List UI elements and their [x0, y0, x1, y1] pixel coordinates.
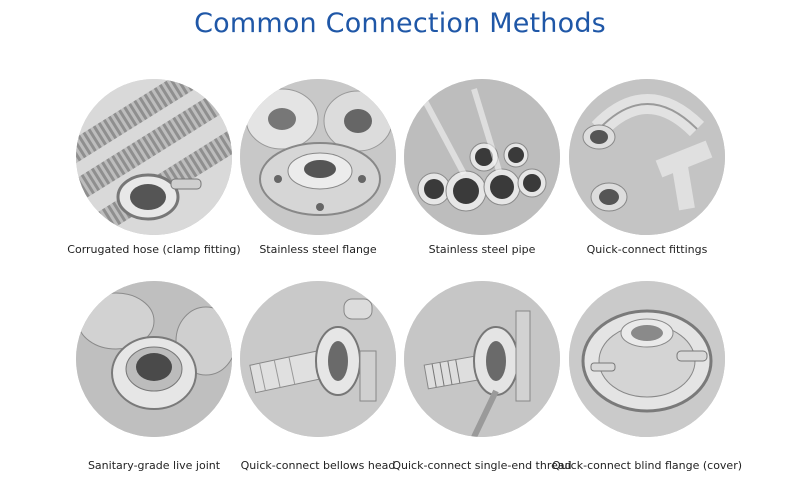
- caption-quick-connect-fittings: Quick-connect fittings: [586, 243, 708, 256]
- blind-flange-cover-image: [569, 281, 725, 437]
- product-card-blind-flange: Quick-connect blind flange (cover): [552, 281, 742, 472]
- caption-blind-flange: Quick-connect blind flange (cover): [552, 459, 743, 472]
- product-card-steel-pipe: Stainless steel pipe: [397, 79, 567, 256]
- caption-single-end-thread: Quick-connect single-end thread: [392, 459, 572, 472]
- product-card-quick-connect-fittings: Quick-connect fittings: [562, 79, 732, 256]
- quick-connect-fittings-image: [569, 79, 725, 235]
- product-card-steel-flange: Stainless steel flange: [233, 79, 403, 256]
- product-card-bellows-head: Quick-connect bellows head: [233, 281, 403, 472]
- single-end-thread-image: [404, 281, 560, 437]
- caption-corrugated-hose: Corrugated hose (clamp fitting): [67, 243, 241, 256]
- caption-bellows-head: Quick-connect bellows head: [240, 459, 396, 472]
- caption-steel-flange: Stainless steel flange: [259, 243, 377, 256]
- stainless-steel-flange-image: [240, 79, 396, 235]
- product-card-live-joint: Sanitary-grade live joint: [69, 281, 239, 472]
- bellows-head-image: [240, 281, 396, 437]
- page-title: Common Connection Methods: [194, 8, 606, 39]
- stainless-steel-pipe-image: [404, 79, 560, 235]
- product-card-corrugated-hose: Corrugated hose (clamp fitting): [67, 79, 241, 256]
- caption-live-joint: Sanitary-grade live joint: [87, 459, 221, 472]
- sanitary-live-joint-image: [76, 281, 232, 437]
- product-card-single-end-thread: Quick-connect single-end thread: [392, 281, 572, 472]
- caption-steel-pipe: Stainless steel pipe: [428, 243, 536, 256]
- corrugated-hose-clamp-image: [76, 79, 232, 235]
